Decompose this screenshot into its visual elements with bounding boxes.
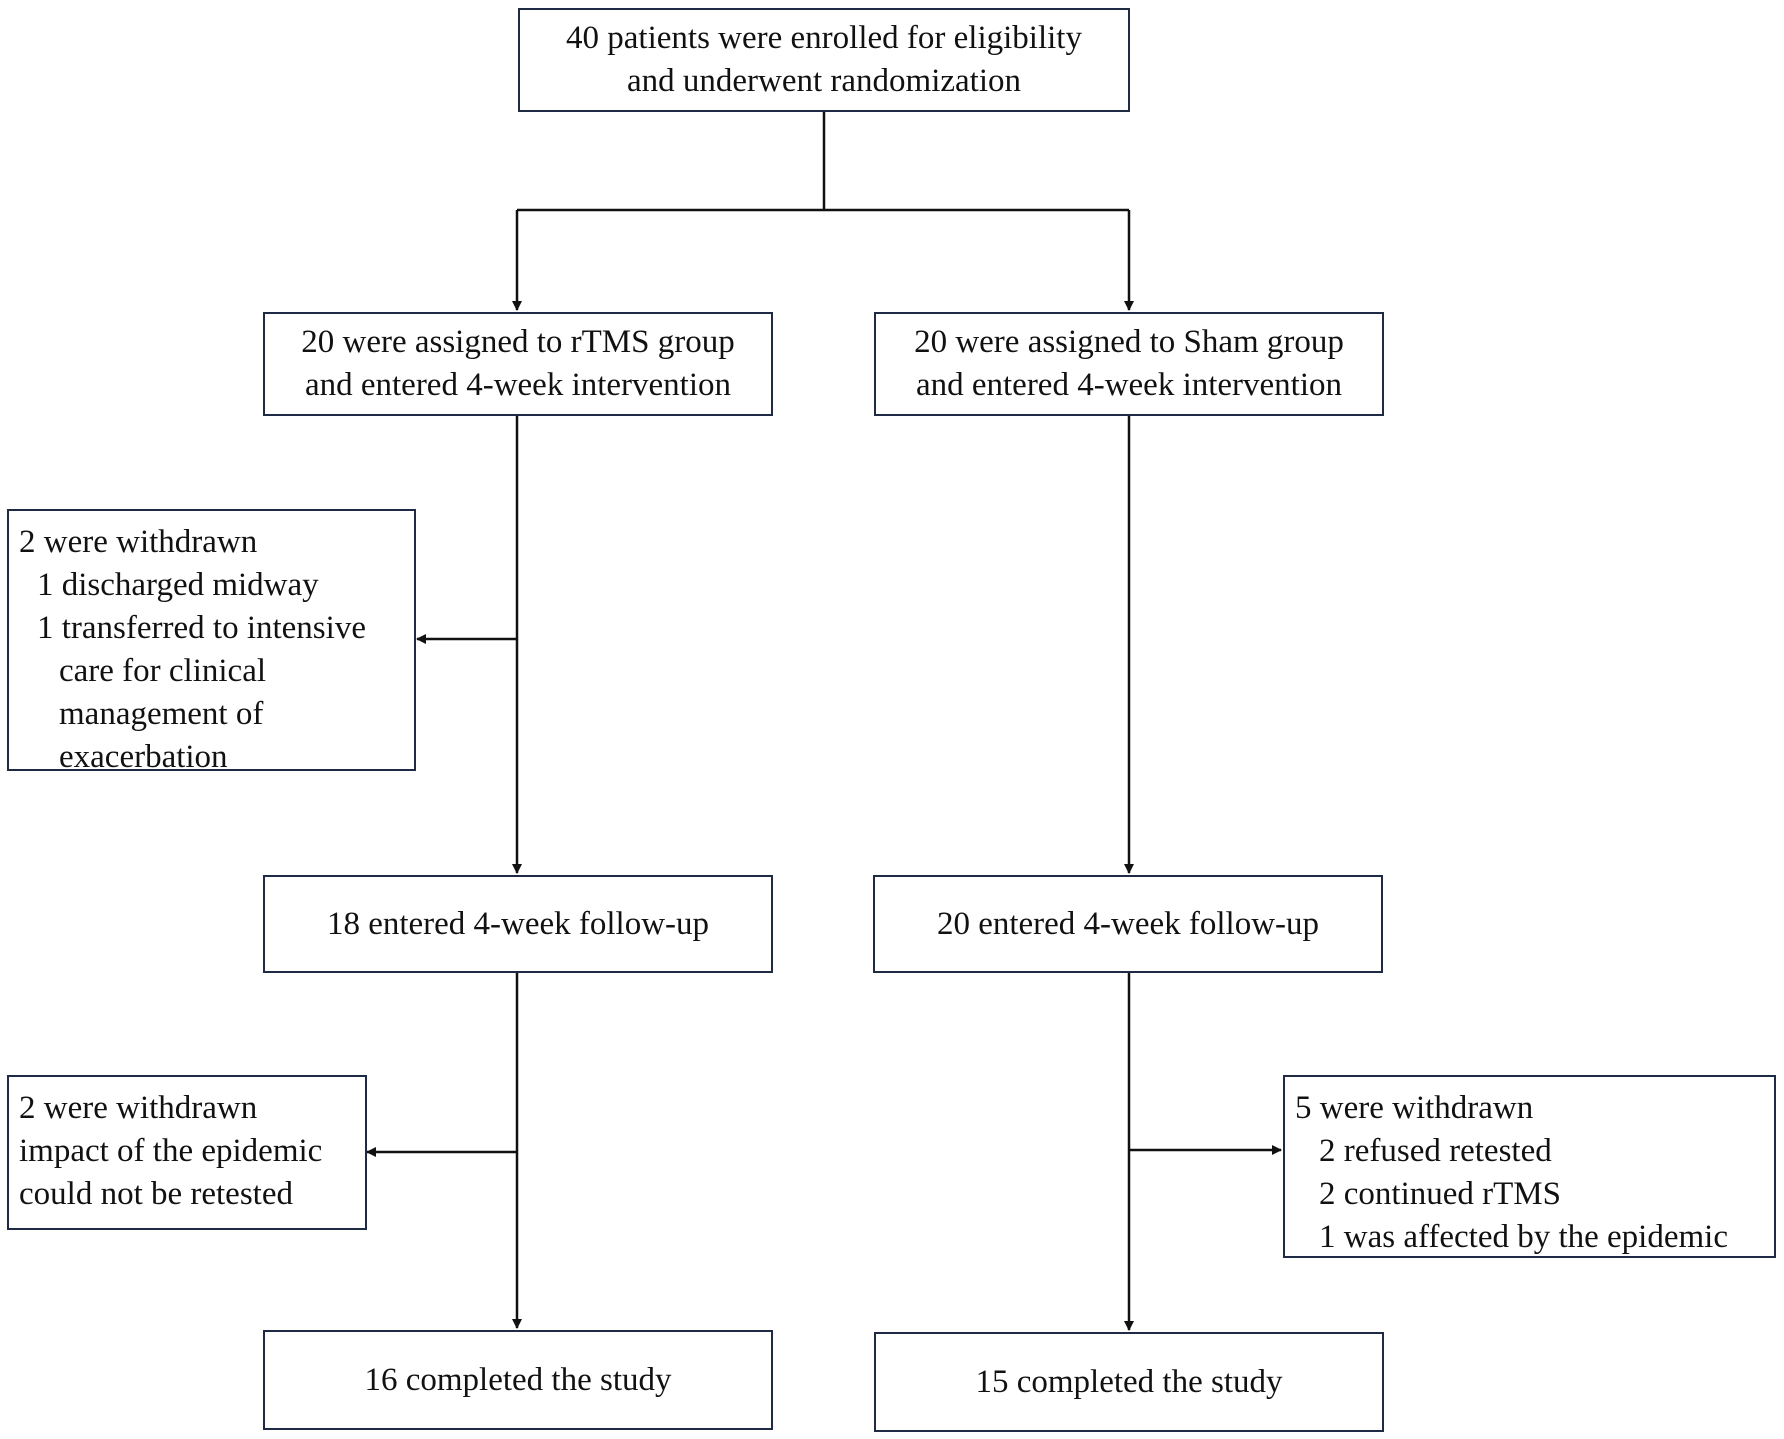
rtms-assigned-box: 20 were assigned to rTMS group and enter… xyxy=(263,312,773,416)
rtms-withdrawn-1-header: 2 were withdrawn xyxy=(19,524,258,560)
sham-withdrawn-item: 2 continued rTMS xyxy=(1319,1176,1561,1212)
rtms-withdrawn-1-box: 2 were withdrawn 1 discharged midway 1 t… xyxy=(7,509,416,775)
rtms-withdrawn-2-line: could not be retested xyxy=(19,1176,293,1212)
rtms-withdrawn-2-header: 2 were withdrawn xyxy=(19,1090,258,1126)
sham-followup-box: 20 entered 4-week follow-up xyxy=(873,875,1383,973)
sham-withdrawn-header: 5 were withdrawn xyxy=(1295,1090,1534,1126)
sham-assigned-box: 20 were assigned to Sham group and enter… xyxy=(874,312,1384,416)
rtms-withdrawn-1-item: 1 discharged midway xyxy=(37,567,319,603)
rtms-assigned-line-1: 20 were assigned to rTMS group xyxy=(301,324,735,360)
sham-withdrawn-item: 2 refused retested xyxy=(1319,1133,1552,1169)
sham-withdrawn-box: 5 were withdrawn 2 refused retested 2 co… xyxy=(1283,1075,1776,1258)
sham-followup-text: 20 entered 4-week follow-up xyxy=(936,905,1320,942)
rtms-withdrawn-2-box: 2 were withdrawn impact of the epidemic … xyxy=(7,1075,367,1230)
rtms-assigned-line-2: and entered 4-week intervention xyxy=(304,367,732,403)
sham-completed-box: 15 completed the study xyxy=(874,1332,1384,1432)
sham-assigned-line-1: 20 were assigned to Sham group xyxy=(914,324,1344,360)
rtms-completed-box: 16 completed the study xyxy=(263,1330,773,1430)
rtms-withdrawn-2-line: impact of the epidemic xyxy=(19,1133,323,1169)
sham-assigned-line-2: and entered 4-week intervention xyxy=(915,367,1343,403)
enrolled-line-1: 40 patients were enrolled for eligibilit… xyxy=(566,20,1082,56)
rtms-followup-text: 18 entered 4-week follow-up xyxy=(326,905,710,942)
rtms-withdrawn-1-item: 1 transferred to intensive xyxy=(37,610,366,646)
rtms-withdrawn-1-continuation: care for clinical xyxy=(59,653,267,689)
rtms-followup-box: 18 entered 4-week follow-up xyxy=(263,875,773,973)
rtms-completed-text: 16 completed the study xyxy=(364,1361,672,1398)
sham-withdrawn-item: 1 was affected by the epidemic xyxy=(1319,1219,1728,1255)
enrolled-box: 40 patients were enrolled for eligibilit… xyxy=(518,8,1130,112)
rtms-withdrawn-1-continuation: management of xyxy=(59,696,264,732)
enrolled-line-2: and underwent randomization xyxy=(626,63,1022,99)
rtms-withdrawn-1-continuation: exacerbation xyxy=(59,739,228,775)
sham-completed-text: 15 completed the study xyxy=(975,1363,1283,1400)
